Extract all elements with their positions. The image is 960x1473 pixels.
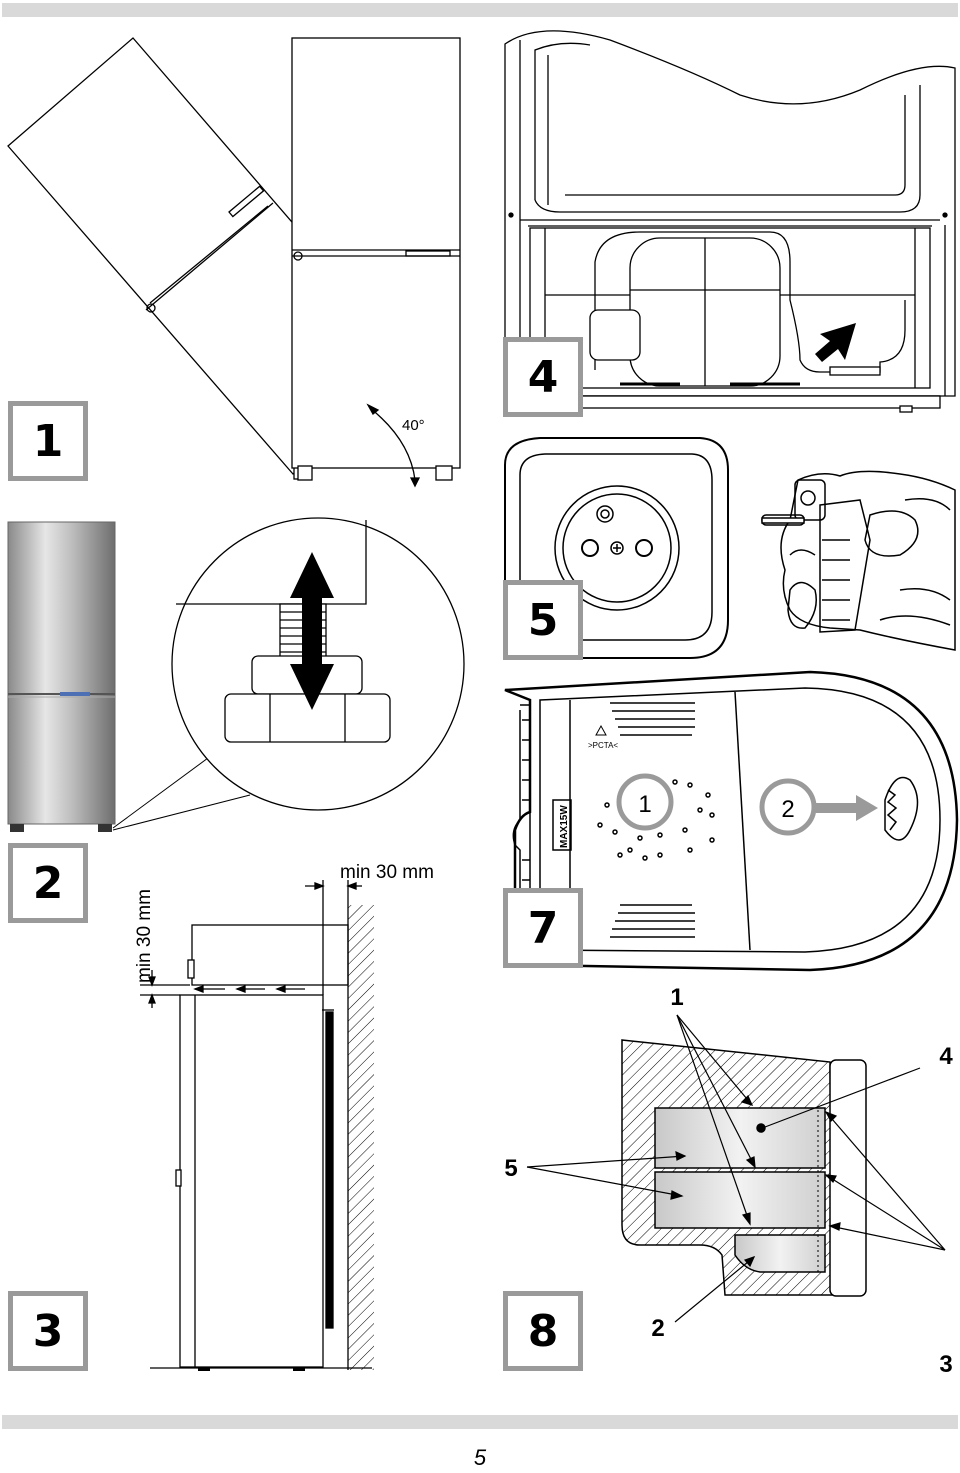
- figure-number-1: 1: [8, 401, 88, 481]
- figure-number-3: 3: [8, 1291, 88, 1371]
- fig7-callout-2: 2: [781, 796, 794, 823]
- fig8-label-3: 3: [939, 1351, 952, 1378]
- fig7-drawing: [504, 670, 959, 972]
- fig8-label-4: 4: [939, 1043, 953, 1070]
- figure-number-2: 2: [8, 843, 88, 923]
- fig7-model-label: MAX15W: [559, 805, 570, 848]
- fig8-label-1: 1: [670, 984, 683, 1011]
- fig7-recycle-label: >PCTA<: [588, 741, 618, 750]
- fig7-direction-arrow: [816, 795, 878, 821]
- fig8-label-5: 5: [504, 1155, 517, 1182]
- fig8-leader-lines: [526, 1014, 946, 1323]
- bottom-rule: [2, 1415, 958, 1429]
- fig4-pointer-arrow: [815, 323, 856, 362]
- fig8-drawing: [621, 1039, 867, 1297]
- fig2-drawing: [7, 517, 465, 832]
- fig1-drawing: [7, 37, 461, 488]
- side-clearance-label: min 30 mm: [340, 862, 434, 883]
- fig4-drawing: [504, 30, 956, 413]
- top-rule: [2, 3, 958, 17]
- recycle-icon: [595, 724, 607, 736]
- top-clearance-label: min 30 mm: [134, 889, 155, 983]
- figure-number-5: 5: [503, 580, 583, 660]
- fig7-callout-1: 1: [638, 791, 651, 818]
- angle-label: 40°: [402, 417, 425, 434]
- page-number: 5: [473, 1445, 487, 1470]
- fig8-label-2: 2: [651, 1315, 664, 1342]
- figure-number-4: 4: [503, 337, 583, 417]
- fig3-drawing: [140, 880, 374, 1371]
- figure-number-7: 7: [503, 888, 583, 968]
- figure-number-8: 8: [503, 1291, 583, 1371]
